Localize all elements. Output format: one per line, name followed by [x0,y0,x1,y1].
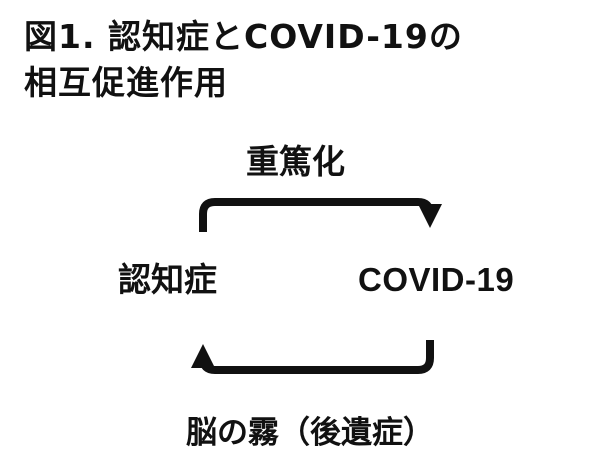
figure-title-line-1: 図1. 認知症とCOVID-19の [24,17,463,56]
figure-title-line-2: 相互促進作用 [24,63,228,102]
arrow-top [199,198,442,232]
edge-label-bottom: 脳の霧（後遺症） [186,415,434,451]
edge-label-top: 重篤化 [246,142,345,181]
arrow-bottom [191,340,434,374]
node-covid19: COVID-19 [358,261,515,298]
figure-title: 図1. 認知症とCOVID-19の 相互促進作用 [24,14,584,106]
node-dementia: 認知症 [118,260,217,299]
